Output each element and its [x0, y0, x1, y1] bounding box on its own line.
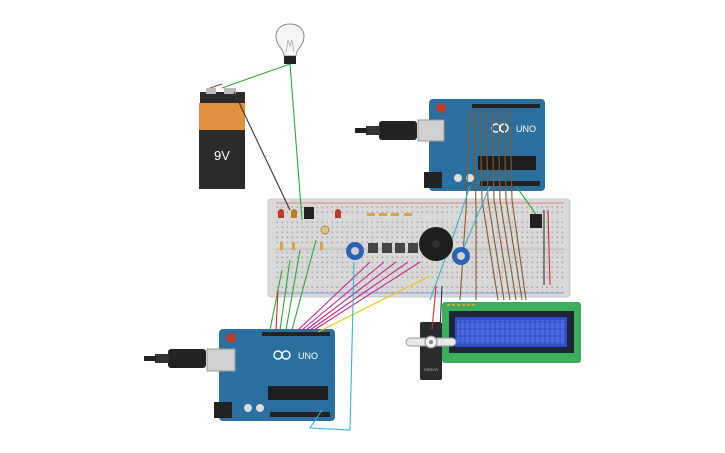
usb-cable-bottom	[144, 349, 206, 368]
infinity-logo	[273, 350, 291, 360]
piezo-buzzer	[419, 227, 453, 261]
wires	[209, 63, 551, 431]
battery-label: 9V	[214, 148, 230, 163]
ambient-sensor	[530, 214, 542, 228]
servo-motor: SERVO	[405, 322, 457, 380]
lcd-pin-header	[447, 304, 475, 306]
leds	[278, 209, 341, 218]
arduino-top-logo: UNO	[516, 124, 536, 134]
arduino-uno-bottom: UNO	[206, 329, 335, 421]
servo-label: SERVO	[424, 367, 438, 372]
temperature-sensor	[304, 207, 314, 219]
usb-cable-top	[355, 121, 417, 140]
photoresistor	[320, 225, 330, 235]
push-buttons	[368, 243, 418, 253]
arduino-bottom-logo: UNO	[298, 351, 318, 361]
potentiometers	[346, 242, 470, 265]
resistors	[280, 213, 412, 250]
lcd-display	[442, 302, 581, 363]
battery-9v: 9V	[199, 88, 245, 189]
light-bulb	[275, 23, 305, 64]
